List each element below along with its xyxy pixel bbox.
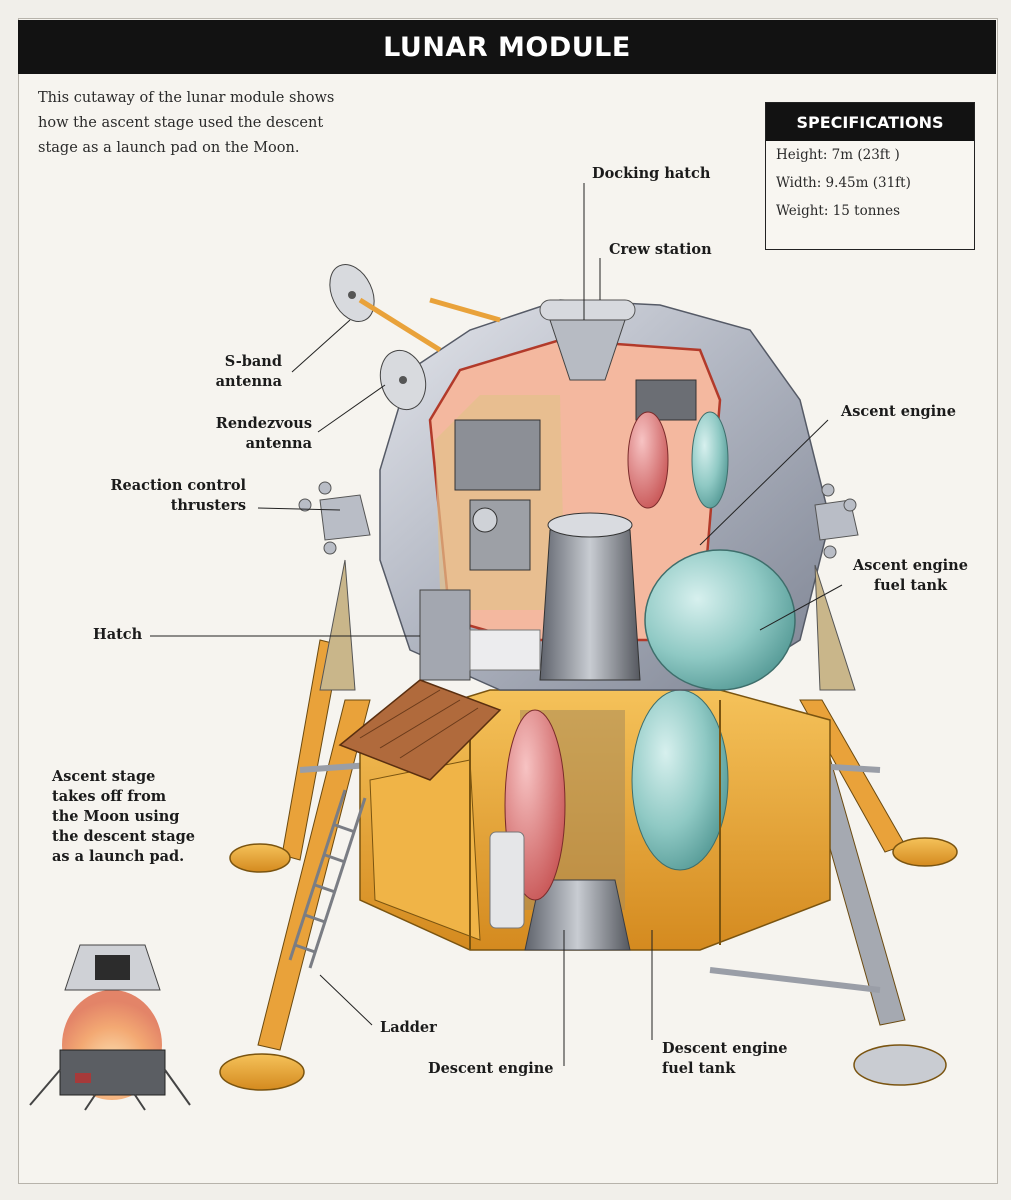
launch-inset-drawing xyxy=(29,944,191,1111)
specifications-box: SPECIFICATIONS Height: 7m (23ft ) Width:… xyxy=(765,102,975,250)
porch-platform xyxy=(338,679,502,781)
label-ascent-engine: Ascent engine xyxy=(841,403,956,420)
label-crew-station: Crew station xyxy=(609,241,712,258)
label-hatch: Hatch xyxy=(93,626,143,643)
label-docking-hatch: Docking hatch xyxy=(592,165,711,182)
descent-stage xyxy=(359,689,831,951)
rendezvous-antenna-drawing xyxy=(379,349,427,411)
s-band-antenna-drawing xyxy=(329,264,501,353)
spec-weight: Weight: 15 tonnes xyxy=(776,203,901,219)
spec-height: Height: 7m (23ft ) xyxy=(776,147,900,163)
label-ladder: Ladder xyxy=(380,1019,437,1036)
leader-lines xyxy=(150,183,843,1066)
label-descent-engine: Descent engine xyxy=(428,1060,554,1077)
ascent-stage xyxy=(379,299,831,691)
thruster-quads xyxy=(298,481,859,691)
landing-pads xyxy=(219,837,958,1091)
page-title: LUNAR MODULE xyxy=(18,20,996,74)
specifications-heading: SPECIFICATIONS xyxy=(766,103,974,141)
intro-text: This cutaway of the lunar module shows h… xyxy=(38,90,335,156)
ladder-drawing xyxy=(288,789,367,969)
spec-width: Width: 9.45m (31ft) xyxy=(776,175,911,191)
